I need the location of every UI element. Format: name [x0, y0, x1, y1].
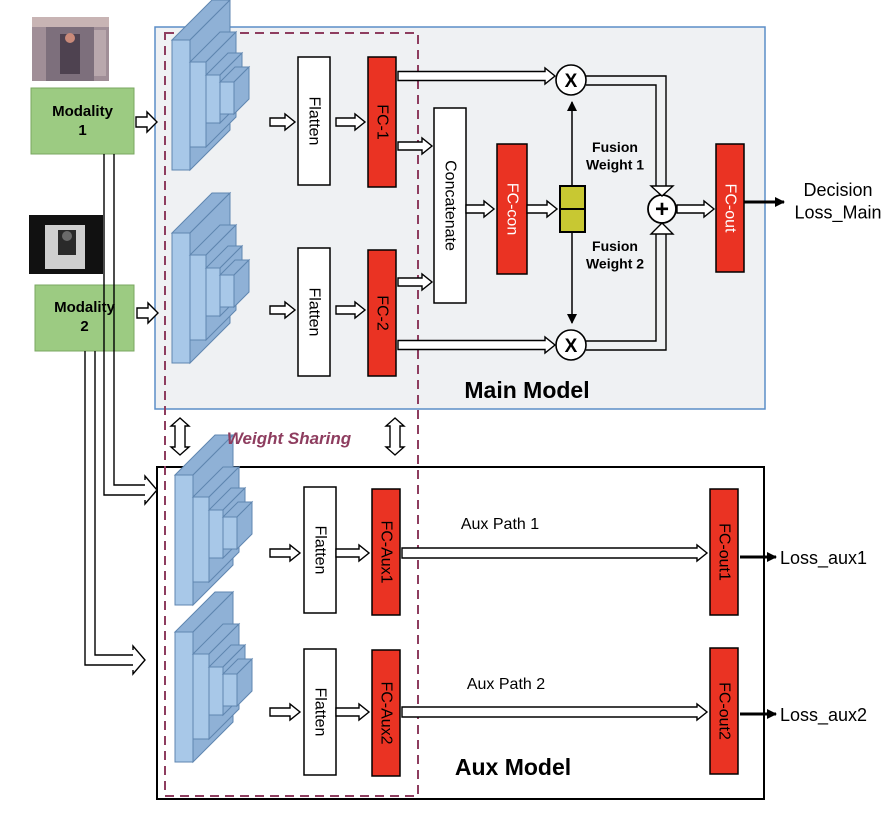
- arrow-mod1-main: [135, 110, 158, 134]
- fc-out-box: FC-out: [715, 143, 745, 273]
- weight-sharing-arrow-left: [169, 417, 191, 456]
- fc1-box: FC-1: [367, 56, 397, 188]
- multiply-op-top: [555, 64, 587, 96]
- add-op-label: +: [655, 196, 669, 223]
- multiply-to-add-lines: [586, 75, 667, 351]
- arrow-cnnaux2-flatten: [269, 702, 302, 722]
- multiply-bottom-label: X: [565, 336, 578, 357]
- arrow-fc1-concat: [397, 136, 434, 156]
- arrow-flatten1-fc1: [335, 112, 367, 132]
- modality1-box: [30, 87, 135, 155]
- modality2-image: [29, 215, 103, 274]
- arrow-aux-path1: [401, 543, 709, 563]
- arrow-into-add-top: [649, 185, 675, 197]
- flatten-box-aux1: Flatten: [303, 486, 337, 614]
- cnn-aux-1: [173, 433, 254, 607]
- arrow-fc2-multiply: [397, 335, 557, 355]
- concatenate-box: Concatenate: [433, 107, 467, 304]
- arrow-aux-path2: [401, 702, 709, 722]
- fc-con-box: FC-con: [496, 143, 528, 275]
- fc-out-box-label: FC-out: [722, 184, 739, 233]
- fc-out1-box: FC-out1: [709, 488, 739, 616]
- fc-out2-box-label: FC-out2: [716, 682, 733, 740]
- arrow-add-fcout: [676, 199, 716, 219]
- loss-aux2-label: Loss_aux2: [780, 705, 867, 726]
- fc-aux2-box-label: FC-Aux2: [378, 681, 395, 744]
- arrow-flatten2-fc2: [335, 300, 367, 320]
- aux-path1-label: Aux Path 1: [461, 516, 539, 533]
- modality2-box: [34, 284, 135, 352]
- arrow-mod2-aux: [132, 644, 146, 676]
- flatten-box-1: Flatten: [297, 56, 331, 186]
- arrow-cnn1-flatten: [269, 112, 297, 132]
- arrow-mod2-main: [136, 301, 159, 325]
- flatten-box-1-label: Flatten: [306, 97, 323, 146]
- fc-aux1-box-label: FC-Aux1: [378, 520, 395, 583]
- flatten-box-aux1-label: Flatten: [312, 526, 329, 575]
- fc-con-box-label: FC-con: [504, 183, 521, 235]
- flatten-box-2-label: Flatten: [306, 288, 323, 337]
- fc2-box-label: FC-2: [374, 295, 391, 331]
- arrow-cnn2-flatten: [269, 300, 297, 320]
- arrow-flattenaux2-fc: [335, 702, 371, 722]
- fc-out1-box-label: FC-out1: [716, 523, 733, 581]
- flatten-box-2: Flatten: [297, 247, 331, 377]
- multiply-top-label: X: [565, 71, 578, 92]
- fc2-box: FC-2: [367, 249, 397, 377]
- arrow-cnnaux1-flatten: [269, 543, 302, 563]
- aux-model-box: [156, 466, 765, 800]
- modality1-image: [32, 17, 109, 81]
- arrow-concat-fccon: [465, 199, 496, 219]
- arrow-fccon-weight: [526, 199, 559, 219]
- arrow-into-add-bottom: [649, 222, 675, 235]
- fc-aux2-box: FC-Aux2: [371, 649, 401, 777]
- loss-aux1-label: Loss_aux1: [780, 548, 867, 569]
- fc1-box-label: FC-1: [374, 104, 391, 140]
- cnn-main-2: [170, 191, 251, 365]
- weight-sharing-arrow-right: [384, 417, 406, 456]
- flatten-box-aux2: Flatten: [303, 648, 337, 776]
- cnn-aux-2: [173, 590, 254, 764]
- weight-sharing-label: Weight Sharing: [227, 429, 352, 448]
- arrow-flattenaux1-fc: [335, 543, 371, 563]
- main-model-title: Main Model: [464, 377, 589, 403]
- arrow-fc2-concat: [397, 272, 434, 292]
- arrow-fc1-multiply: [397, 66, 557, 86]
- fc-out2-box: FC-out2: [709, 647, 739, 775]
- multiply-op-bottom: [555, 329, 587, 361]
- aux-path2-label: Aux Path 2: [467, 676, 545, 693]
- weight-sharing-region: [164, 32, 419, 797]
- mod-to-aux-lines: [84, 154, 145, 666]
- fc-aux1-box: FC-Aux1: [371, 488, 401, 616]
- cnn-main-1: [170, 0, 251, 172]
- flatten-box-aux2-label: Flatten: [312, 688, 329, 737]
- aux-model-title: Aux Model: [455, 754, 571, 780]
- arrow-mod1-aux: [144, 474, 158, 506]
- concatenate-box-label: Concatenate: [442, 160, 459, 251]
